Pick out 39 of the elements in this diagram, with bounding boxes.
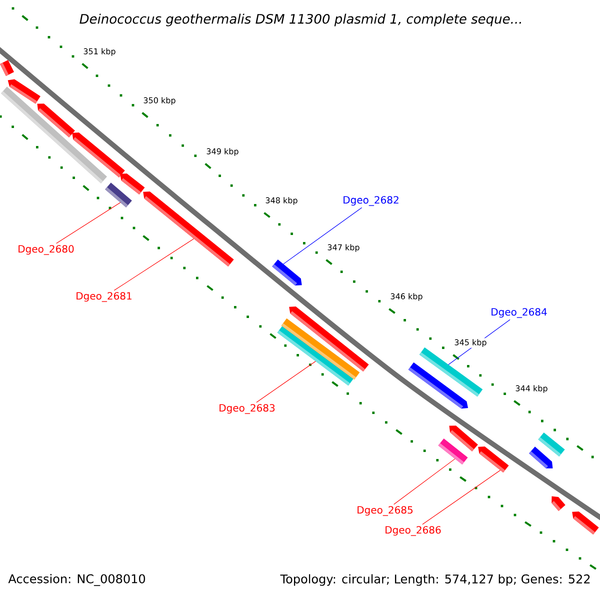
- gene-feature: [8, 79, 40, 104]
- gene-feature: [449, 426, 478, 452]
- gene-label: Dgeo_2681: [76, 292, 132, 302]
- feature-bar: [0, 60, 14, 76]
- scale-label: 347 kbp: [326, 243, 361, 253]
- gene-label: Dgeo_2686: [386, 526, 441, 536]
- gene-feature: [572, 512, 599, 535]
- scale-label: 348 kbp: [264, 196, 299, 206]
- scale-label: 346 kbp: [389, 292, 424, 302]
- gene-feature: [72, 132, 125, 178]
- leader-line: [56, 202, 121, 244]
- scale-label: 345 kbp: [453, 338, 488, 348]
- leader-line: [283, 207, 362, 264]
- gene-label: Dgeo_2682: [344, 196, 398, 206]
- scale-label: 349 kbp: [205, 147, 240, 157]
- gene-feature: [272, 260, 302, 286]
- feature-bar: [419, 347, 483, 397]
- leader-line: [422, 470, 501, 525]
- scale-label: 351 kbp: [82, 47, 117, 57]
- leader-line: [114, 238, 194, 291]
- title: Deinococcus geothermalis DSM 11300 plasmid 1, complete seque...: [80, 14, 521, 26]
- feature-bar: [538, 432, 565, 456]
- gene-feature: [37, 104, 75, 138]
- gene-feature: [143, 192, 234, 266]
- gene-label: Dgeo_2683: [220, 404, 275, 414]
- scale-label: 350 kbp: [142, 96, 177, 106]
- gene-feature: [120, 173, 145, 195]
- gene-feature: [478, 446, 509, 473]
- feature-bar: [105, 182, 132, 208]
- gene-label: Dgeo_2680: [18, 245, 74, 255]
- gene-label: Dgeo_2684: [492, 308, 547, 318]
- gene-feature: [529, 446, 553, 468]
- leader-line: [394, 458, 456, 505]
- accession-text: Accession: NC_008010: [8, 574, 146, 586]
- topology-text: Topology: circular; Length: 574,127 bp; Genes: 522: [280, 574, 590, 586]
- gene-label: Dgeo_2685: [358, 506, 412, 516]
- gene-feature: [552, 496, 566, 511]
- gene-feature: [289, 306, 369, 372]
- scale-label: 344 kbp: [514, 384, 549, 394]
